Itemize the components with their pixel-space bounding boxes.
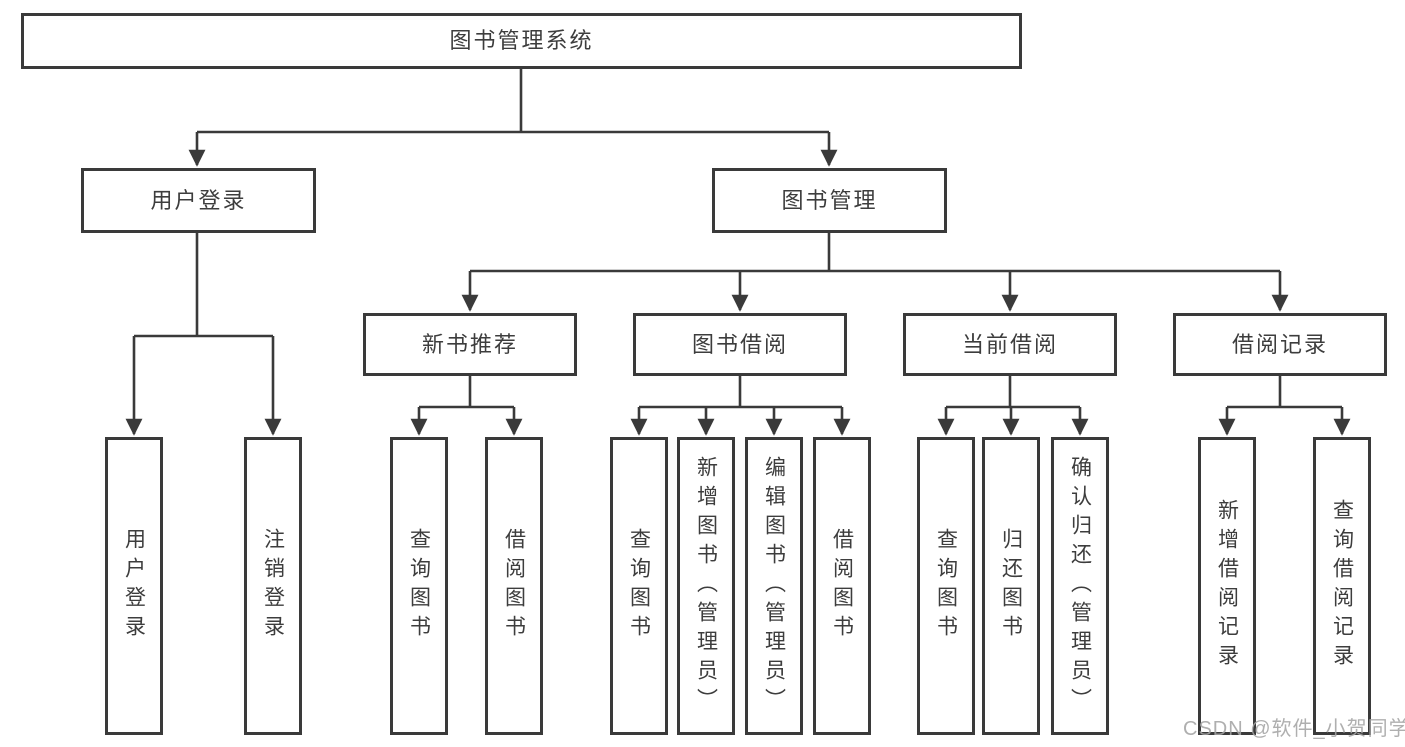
leaf-add-borrow-record: 新增借阅记录 (1198, 437, 1256, 735)
leaf-query-books-recommend: 查询图书 (390, 437, 448, 735)
leaf-edit-book-admin: 编辑图书（管理员） (745, 437, 803, 735)
leaf-borrow-books: 借阅图书 (813, 437, 871, 735)
node-library-system: 图书管理系统 (21, 13, 1022, 69)
leaf-confirm-return-admin: 确认归还（管理员） (1051, 437, 1109, 735)
edges-current-borrow-branch (937, 376, 1089, 436)
edges-borrow-record-branch (1218, 376, 1351, 436)
leaf-query-books-borrow: 查询图书 (610, 437, 668, 735)
leaf-borrow-books-recommend: 借阅图书 (485, 437, 543, 735)
node-borrow-records: 借阅记录 (1173, 313, 1387, 376)
edges-root-to-level2 (188, 69, 838, 167)
edges-new-book-branch (410, 376, 523, 436)
edges-book-management-branch (461, 233, 1289, 312)
node-current-borrowing: 当前借阅 (903, 313, 1117, 376)
leaf-user-login: 用户登录 (105, 437, 163, 735)
node-book-borrowing: 图书借阅 (633, 313, 847, 376)
leaf-add-book-admin: 新增图书（管理员） (677, 437, 735, 735)
node-new-book-recommend: 新书推荐 (363, 313, 577, 376)
leaf-return-book: 归还图书 (982, 437, 1040, 735)
edges-user-login-branch (125, 233, 282, 436)
edges-book-borrow-branch (630, 376, 851, 436)
leaf-query-books-current: 查询图书 (917, 437, 975, 735)
node-user-login: 用户登录 (81, 168, 316, 233)
leaf-query-borrow-record: 查询借阅记录 (1313, 437, 1371, 735)
leaf-logout: 注销登录 (244, 437, 302, 735)
node-book-management: 图书管理 (712, 168, 947, 233)
